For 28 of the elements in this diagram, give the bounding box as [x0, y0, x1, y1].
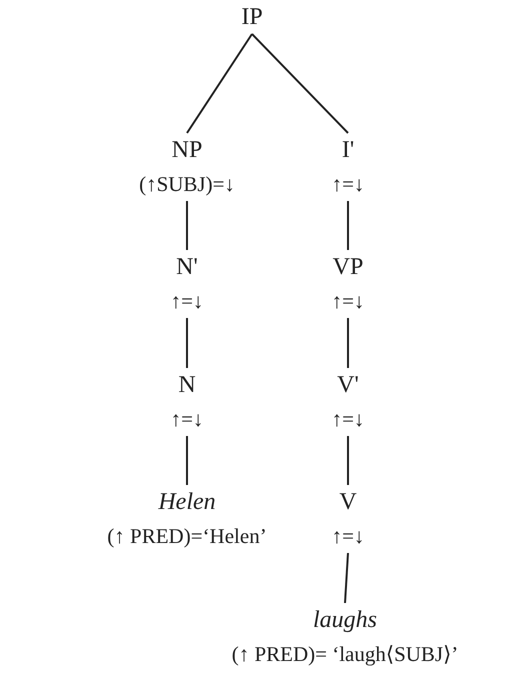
functional-annotation: (↑ PRED)= ‘laugh⟨SUBJ⟩’ — [232, 641, 458, 668]
functional-annotation: ↑=↓ — [332, 288, 364, 315]
category-label: VP — [332, 253, 364, 282]
tree-branch — [251, 33, 349, 134]
category-label: V — [338, 488, 358, 517]
functional-annotation: ↑=↓ — [170, 406, 204, 433]
functional-annotation: ↑=↓ — [170, 288, 204, 315]
category-label: I' — [340, 136, 356, 165]
category-label: V' — [336, 371, 360, 400]
category-label: N' — [175, 253, 199, 282]
tree-branch — [186, 436, 188, 485]
functional-annotation: ↑=↓ — [332, 171, 364, 198]
tree-branch — [186, 318, 188, 368]
tree-branch — [347, 201, 349, 250]
category-label: N — [177, 371, 197, 400]
category-label: IP — [241, 3, 263, 32]
word-label: Helen — [157, 488, 217, 517]
category-label: NP — [170, 136, 204, 165]
tree-branch — [186, 201, 188, 250]
tree-branch — [347, 436, 349, 485]
functional-annotation: (↑ PRED)=‘Helen’ — [107, 523, 267, 550]
functional-annotation: (↑SUBJ)=↓ — [139, 171, 235, 198]
tree-branch — [186, 33, 253, 134]
tree-branch — [347, 318, 349, 368]
tree-branch — [344, 552, 349, 604]
functional-annotation: ↑=↓ — [332, 523, 364, 550]
functional-annotation: ↑=↓ — [332, 406, 364, 433]
word-label: laughs — [312, 606, 378, 635]
